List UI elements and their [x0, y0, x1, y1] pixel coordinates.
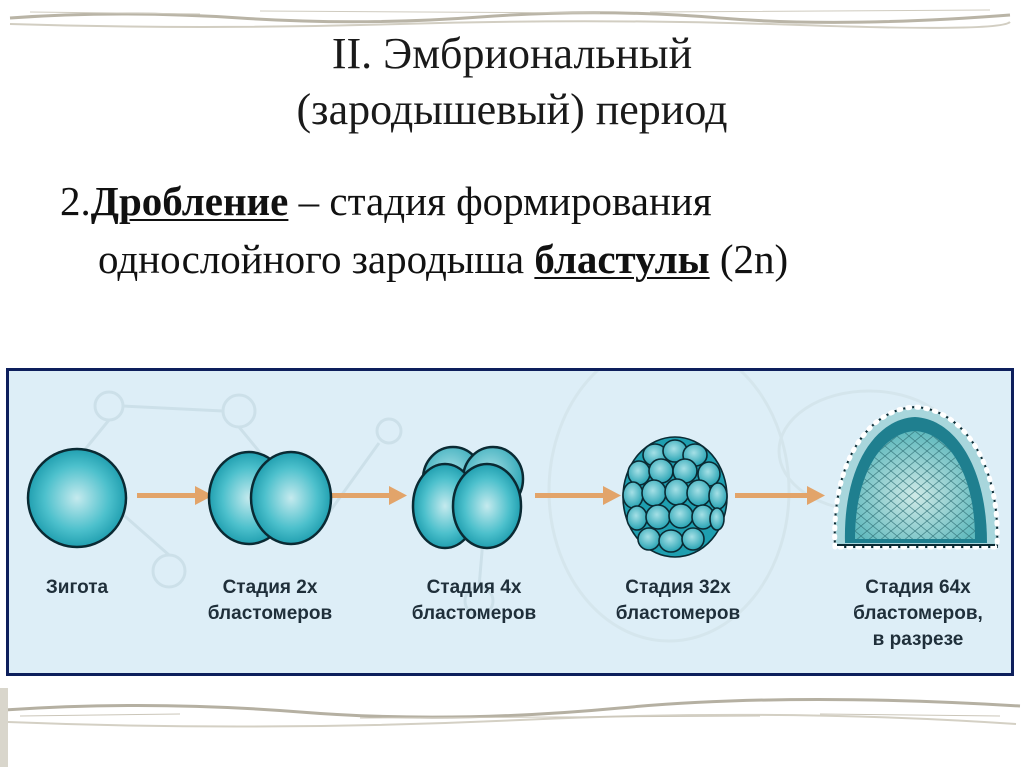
- two-cell-stage-illustration: [207, 450, 333, 546]
- stage-label-line: Стадия 4х: [426, 577, 522, 598]
- definition-line-1: 2.Дробление – стадия формирования: [60, 172, 1000, 230]
- stage-label-line: бластомеров: [615, 603, 741, 624]
- slide-title: II. Эмбриональный (зародышевый) период: [0, 26, 1024, 138]
- definition-line-2: однослойного зародыша бластулы (2n): [60, 230, 1000, 288]
- arrow-icon: [735, 486, 825, 505]
- arrow-icon: [331, 486, 407, 505]
- thirty-two-cell-stage-illustration: [622, 436, 728, 558]
- definition-line-2-lead: однослойного зародыша: [98, 236, 535, 282]
- progression-arrows: [137, 486, 825, 505]
- stage-label-2-cell: Стадия 2х бластомеров: [185, 575, 355, 627]
- cleavage-illustration: [26, 371, 1000, 643]
- stage-label-zygote: Зигота: [17, 575, 137, 601]
- list-number: 2.: [60, 178, 91, 224]
- definition-line-1-text: – стадия формирования: [288, 178, 712, 224]
- stage-label-line: бластомеров: [207, 603, 333, 624]
- zygote-illustration: [26, 447, 128, 549]
- term-blastula: бластулы: [534, 236, 710, 282]
- bottom-decorative-border: [0, 688, 1021, 767]
- title-line-2: (зародышевый) период: [296, 85, 728, 134]
- definition-line-2-text: (2n): [709, 236, 789, 282]
- stage-label-line: бластомеров,: [853, 603, 983, 624]
- arrow-icon: [137, 486, 213, 505]
- arrow-icon: [535, 486, 621, 505]
- stage-label-line: бластомеров: [411, 603, 537, 624]
- term-cleavage: Дробление: [90, 178, 289, 224]
- stage-label-line: Стадия 2х: [222, 577, 318, 598]
- stage-label-line: Зигота: [45, 577, 109, 598]
- stage-label-64-cell: Стадия 64х бластомеров, в разрезе: [829, 575, 1007, 653]
- definition-text: 2.Дробление – стадия формирования односл…: [60, 172, 1000, 288]
- stage-label-line: Стадия 64х: [865, 577, 971, 598]
- title-line-1: II. Эмбриональный: [331, 29, 693, 78]
- four-cell-stage-illustration: [411, 445, 525, 550]
- stage-label-32-cell: Стадия 32х бластомеров: [593, 575, 763, 627]
- stage-label-4-cell: Стадия 4х бластомеров: [389, 575, 559, 627]
- stage-label-line: в разрезе: [872, 629, 964, 650]
- stage-label-line: Стадия 32х: [625, 577, 731, 598]
- cleavage-stages-figure: Зигота Стадия 2х бластомеров Стадия 4х б…: [6, 368, 1014, 676]
- sixty-four-cell-blastula-section-illustration: [832, 404, 1000, 550]
